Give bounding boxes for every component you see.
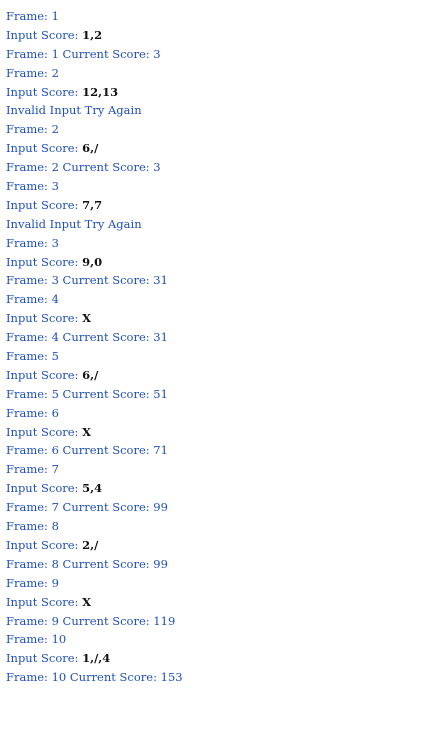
- user-input-value: 9,0: [82, 254, 103, 269]
- console-line: Input Score: 6,/: [6, 139, 428, 158]
- user-input-value: 12,13: [82, 84, 119, 99]
- console-line: Frame: 1: [6, 7, 428, 26]
- console-line: Frame: 3 Current Score: 31: [6, 271, 428, 290]
- console-line: Frame: 4: [6, 290, 428, 309]
- console-line: Frame: 8 Current Score: 99: [6, 555, 428, 574]
- console-line: Frame: 10 Current Score: 153: [6, 668, 428, 687]
- console-line: Input Score: 12,13: [6, 83, 428, 102]
- error-message: Invalid Input Try Again: [6, 103, 142, 118]
- user-input-value: 1,2: [82, 27, 103, 42]
- error-message: Invalid Input Try Again: [6, 216, 142, 231]
- console-line: Input Score: 2,/: [6, 536, 428, 555]
- user-input-value: 1,/,4: [82, 651, 111, 666]
- current-score-text: Frame: 5 Current Score: 51: [6, 386, 168, 401]
- frame-label: Frame: 1: [6, 9, 59, 23]
- input-prompt: Input Score:: [6, 197, 83, 212]
- input-prompt: Input Score:: [6, 424, 83, 439]
- current-score-text: Frame: 1 Current Score: 3: [6, 46, 161, 61]
- input-prompt: Input Score:: [6, 84, 83, 99]
- console-line: Input Score: X: [6, 423, 428, 442]
- frame-label: Frame: 8: [6, 519, 59, 534]
- console-line: Frame: 6: [6, 404, 428, 423]
- frame-label: Frame: 2: [6, 122, 59, 137]
- console-line: Input Score: 1,/,4: [6, 649, 428, 668]
- user-input-value: 5,4: [82, 481, 103, 496]
- console-line: Invalid Input Try Again: [6, 101, 428, 120]
- current-score-text: Frame: 8 Current Score: 99: [6, 556, 168, 571]
- user-input-value: 7,7: [82, 197, 103, 212]
- current-score-text: Frame: 3 Current Score: 31: [6, 273, 168, 288]
- input-prompt: Input Score:: [6, 537, 83, 552]
- console-line: Input Score: X: [6, 593, 428, 612]
- frame-label: Frame: 7: [6, 462, 59, 477]
- frame-label: Frame: 2: [6, 65, 59, 80]
- current-score-text: Frame: 2 Current Score: 3: [6, 160, 161, 175]
- frame-label: Frame: 4: [6, 292, 59, 307]
- console-line: Frame: 3: [6, 234, 428, 253]
- console-line: Input Score: 9,0: [6, 253, 428, 272]
- console-line: Frame: 9: [6, 574, 428, 593]
- frame-label: Frame: 5: [6, 349, 59, 364]
- user-input-value: X: [82, 594, 92, 609]
- console-line: Frame: 8: [6, 517, 428, 536]
- console-line: Frame: 7: [6, 460, 428, 479]
- console-line: Input Score: 1,2: [6, 26, 428, 45]
- current-score-text: Frame: 7 Current Score: 99: [6, 500, 168, 515]
- frame-label: Frame: 10: [6, 632, 67, 647]
- input-prompt: Input Score:: [6, 651, 83, 666]
- console-line: Frame: 2 Current Score: 3: [6, 158, 428, 177]
- user-input-value: 2,/: [82, 537, 99, 552]
- console-line: Frame: 2: [6, 120, 428, 139]
- user-input-value: X: [82, 311, 92, 326]
- input-prompt: Input Score:: [6, 27, 83, 42]
- console-line: Input Score: 5,4: [6, 479, 428, 498]
- current-score-text: Frame: 10 Current Score: 153: [6, 670, 183, 685]
- console-line: Frame: 3: [6, 177, 428, 196]
- frame-label: Frame: 3: [6, 179, 59, 194]
- current-score-text: Frame: 4 Current Score: 31: [6, 330, 168, 345]
- console-line: Invalid Input Try Again: [6, 215, 428, 234]
- frame-label: Frame: 3: [6, 235, 59, 250]
- console-line: Frame: 7 Current Score: 99: [6, 498, 428, 517]
- console-line: Frame: 5 Current Score: 51: [6, 385, 428, 404]
- console-line: Frame: 9 Current Score: 119: [6, 612, 428, 631]
- input-prompt: Input Score:: [6, 141, 83, 156]
- input-prompt: Input Score:: [6, 594, 83, 609]
- user-input-value: 6,/: [82, 141, 99, 156]
- current-score-text: Frame: 9 Current Score: 119: [6, 613, 176, 628]
- console-line: Frame: 10: [6, 630, 428, 649]
- user-input-value: 6,/: [82, 367, 99, 382]
- frame-label: Frame: 9: [6, 575, 59, 590]
- input-prompt: Input Score:: [6, 311, 83, 326]
- input-prompt: Input Score:: [6, 481, 83, 496]
- console-line: Frame: 5: [6, 347, 428, 366]
- console-line: Frame: 4 Current Score: 31: [6, 328, 428, 347]
- console-line: Frame: 1 Current Score: 3: [6, 45, 428, 64]
- frame-label: Frame: 6: [6, 405, 59, 420]
- input-prompt: Input Score:: [6, 367, 83, 382]
- console-line: Input Score: 6,/: [6, 366, 428, 385]
- input-prompt: Input Score:: [6, 254, 83, 269]
- console-line: Input Score: X: [6, 309, 428, 328]
- user-input-value: X: [82, 424, 92, 439]
- console-line: Frame: 2: [6, 64, 428, 83]
- console-line: Frame: 6 Current Score: 71: [6, 441, 428, 460]
- console-line: Input Score: 7,7: [6, 196, 428, 215]
- current-score-text: Frame: 6 Current Score: 71: [6, 443, 168, 458]
